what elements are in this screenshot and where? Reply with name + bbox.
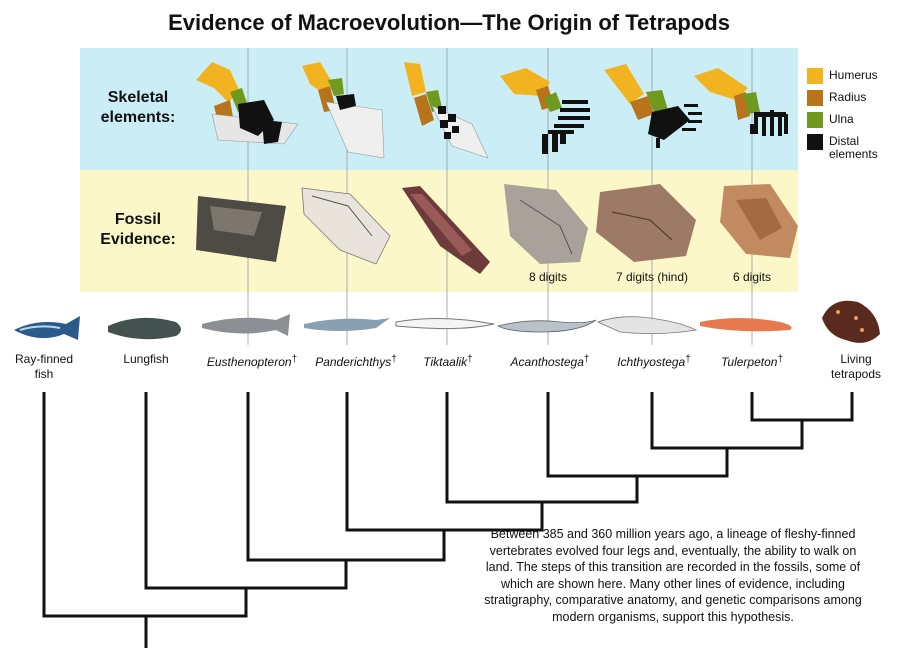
organism-panderichthys	[304, 318, 390, 331]
organism-ray-finned-fish	[14, 316, 80, 340]
eusthenopteron-limb	[196, 62, 298, 144]
fossil-ichthyostega	[596, 184, 696, 262]
taxon-label-eusthenopteron: Eusthenopteron†	[192, 352, 312, 370]
fossil-eusthenopteron	[196, 196, 286, 262]
legend-label: Humerus	[829, 69, 878, 82]
digit-label-acanthostega: 8 digits	[488, 270, 608, 284]
taxon-name: Living tetrapods	[826, 352, 886, 382]
taxon-label-tulerpeton: Tulerpeton†	[692, 352, 812, 370]
taxon-label-acanthostega: Acanthostega†	[490, 352, 610, 370]
taxon-label-lungfish: Lungfish	[86, 352, 206, 367]
caption-text: Between 385 and 360 million years ago, a…	[478, 526, 868, 626]
legend-label: Distal elements	[829, 135, 898, 161]
organism-tiktaalik	[396, 318, 494, 328]
swatch-distal	[807, 134, 823, 150]
taxon-name: Ichthyostega	[617, 355, 685, 369]
panderichthys-limb	[302, 62, 384, 158]
fossil-acanthostega	[504, 184, 588, 264]
extinct-dagger: †	[584, 354, 590, 365]
taxon-name: Eusthenopteron	[207, 355, 292, 369]
organism-tulerpeton	[700, 318, 792, 331]
organism-lungfish	[108, 318, 181, 339]
fossil-tiktaalik	[402, 186, 490, 274]
organism-ichthyostega	[598, 317, 696, 334]
taxon-name: Ray-finned fish	[14, 352, 74, 382]
acanthostega-limb	[500, 68, 590, 154]
fossil-panderichthys	[302, 188, 390, 264]
tiktaalik-limb	[404, 62, 488, 158]
taxon-name: Acanthostega	[511, 355, 584, 369]
fossil-tulerpeton	[720, 184, 798, 258]
taxon-name: Lungfish	[123, 352, 168, 366]
organism-living-tetrapod	[822, 301, 880, 343]
swatch-humerus	[807, 68, 823, 84]
taxon-name: Tulerpeton	[721, 355, 777, 369]
extinct-dagger: †	[777, 354, 783, 365]
taxon-name: Panderichthys	[315, 355, 391, 369]
taxon-name: Tiktaalik	[423, 355, 467, 369]
digit-label-tulerpeton: 6 digits	[692, 270, 812, 284]
legend-label: Ulna	[829, 113, 854, 126]
ichthyostega-limb	[604, 64, 702, 148]
swatch-radius	[807, 90, 823, 106]
organism-acanthostega	[498, 320, 596, 332]
taxon-label-living-tetrapods: Living tetrapods	[796, 352, 898, 382]
extinct-dagger: †	[467, 354, 473, 365]
legend-label: Radius	[829, 91, 866, 104]
organism-eusthenopteron	[202, 314, 290, 336]
swatch-ulna	[807, 112, 823, 128]
tulerpeton-limb	[694, 68, 788, 136]
extinct-dagger: †	[685, 354, 691, 365]
